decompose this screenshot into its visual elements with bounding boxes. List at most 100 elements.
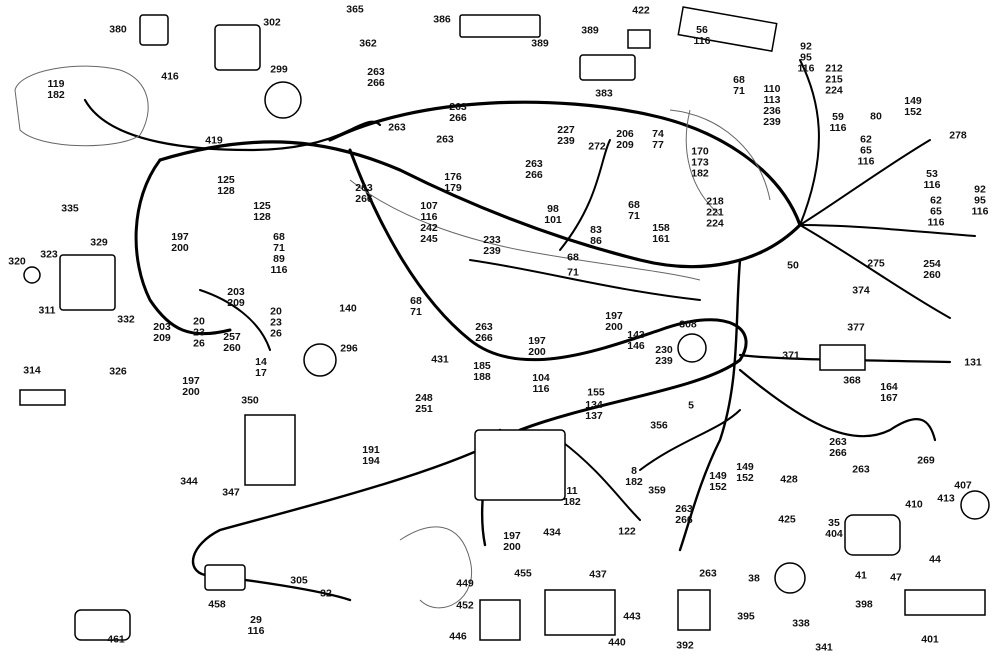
part-callout-label: 326 (109, 365, 127, 378)
part-callout-label: 263 266 (449, 101, 467, 124)
part-callout-label: 332 (117, 313, 135, 326)
part-callout-label: 218 221 224 (706, 195, 724, 230)
part-callout-label: 398 (855, 598, 873, 611)
part-callout-label: 377 (847, 321, 865, 334)
relay-422 (627, 29, 651, 49)
part-callout-label: 449 (456, 577, 474, 590)
part-callout-label: 203 209 (153, 321, 171, 344)
part-callout-label: 143 146 (627, 329, 645, 352)
part-callout-label: 47 (890, 571, 902, 584)
part-callout-label: 53 116 (923, 168, 941, 191)
part-callout-label: 158 161 (652, 222, 670, 245)
part-callout-label: 263 266 (525, 158, 543, 181)
bracket-368 (819, 344, 866, 371)
part-callout-label: 80 (870, 110, 882, 123)
part-callout-label: 14 17 (255, 356, 267, 379)
sensor-407 (960, 490, 990, 520)
part-callout-label: 104 116 (532, 372, 550, 395)
part-callout-label: 263 266 (475, 321, 493, 344)
harness-lower-loop (191, 428, 522, 602)
part-callout-label: 329 (90, 236, 108, 249)
part-callout-label: 419 (205, 134, 223, 147)
part-callout-label: 308 (679, 318, 697, 331)
part-callout-label: 434 (543, 526, 561, 539)
part-callout-label: 263 (436, 133, 454, 146)
sensor-308 (677, 333, 707, 363)
part-callout-label: 401 (921, 633, 939, 646)
part-callout-label: 68 71 (733, 74, 745, 97)
part-callout-label: 305 (290, 574, 308, 587)
part-callout-label: 461 (107, 633, 125, 646)
part-callout-label: 386 (433, 13, 451, 26)
part-callout-label: 8 182 (625, 465, 643, 488)
part-callout-label: 122 (618, 525, 636, 538)
harness-right-fan-3 (799, 59, 820, 226)
terminal-311 (59, 254, 116, 311)
harness-left-down (199, 289, 271, 351)
part-callout-label: 413 (937, 492, 955, 505)
fuse-box (474, 429, 566, 501)
relay-380 (139, 14, 169, 46)
part-callout-label: 296 (340, 342, 358, 355)
harness-center-cross (469, 259, 701, 301)
part-callout-label: 50 (787, 259, 799, 272)
part-callout-label: 20 23 26 (270, 305, 282, 340)
harness-right-fan-2 (799, 224, 976, 237)
part-callout-label: 29 116 (247, 614, 265, 637)
part-callout-label: 68 71 89 116 (270, 231, 288, 276)
part-callout-label: 164 167 (880, 381, 898, 404)
part-callout-label: 263 266 (829, 436, 847, 459)
part-callout-label: 458 (208, 598, 226, 611)
part-callout-label: 134 137 (585, 399, 603, 422)
part-callout-label: 314 (23, 364, 41, 377)
part-callout-label: 74 77 (652, 128, 664, 151)
panel-56 (677, 6, 778, 52)
part-callout-label: 68 71 (410, 295, 422, 318)
harness-center-down (559, 439, 641, 521)
part-callout-label: 368 (843, 374, 861, 387)
part-callout-label: 149 152 (736, 461, 754, 484)
part-callout-label: 371 (782, 349, 800, 362)
part-callout-label: 395 (737, 610, 755, 623)
part-callout-label: 263 266 (355, 182, 373, 205)
bracket-392 (677, 589, 711, 631)
harness-vertical-right (678, 258, 742, 552)
part-callout-label: 407 (954, 479, 972, 492)
part-callout-label: 38 (748, 572, 760, 585)
part-callout-label: 149 152 (709, 470, 727, 493)
harness-center-body (348, 148, 748, 432)
part-callout-label: 41 (855, 569, 867, 582)
part-callout-label: 347 (222, 486, 240, 499)
part-callout-label: 392 (676, 639, 694, 652)
part-callout-label: 356 (650, 419, 668, 432)
part-callout-label: 206 209 (616, 128, 634, 151)
part-callout-label: 263 266 (367, 66, 385, 89)
part-callout-label: 311 (38, 304, 56, 317)
harness-top-left (83, 98, 382, 152)
relay-446 (479, 599, 521, 641)
bracket-401 (904, 589, 986, 616)
part-callout-label: 20 23 26 (193, 315, 205, 350)
part-callout-label: 191 194 (362, 444, 380, 467)
harness-loop-upper (328, 100, 802, 227)
part-callout-label: 323 (40, 248, 58, 261)
part-callout-label: 248 251 (415, 392, 433, 415)
part-callout-label: 125 128 (217, 174, 235, 197)
part-callout-label: 68 71 (628, 199, 640, 222)
part-callout-label: 341 (815, 641, 833, 654)
part-callout-label: 119 182 (47, 78, 65, 101)
part-callout-label: 263 266 (675, 503, 693, 526)
part-callout-label: 59 116 (829, 111, 847, 134)
part-callout-label: 446 (449, 630, 467, 643)
connector-302 (214, 24, 261, 71)
part-callout-label: 44 (929, 553, 941, 566)
part-callout-label: 389 (581, 24, 599, 37)
part-callout-label: 56 116 (693, 24, 711, 47)
part-callout-label: 422 (632, 4, 650, 17)
harness-right-lower (738, 368, 937, 442)
module-350 (244, 414, 296, 486)
part-callout-label: 428 (780, 473, 798, 486)
main-harness-trunk (158, 140, 802, 269)
